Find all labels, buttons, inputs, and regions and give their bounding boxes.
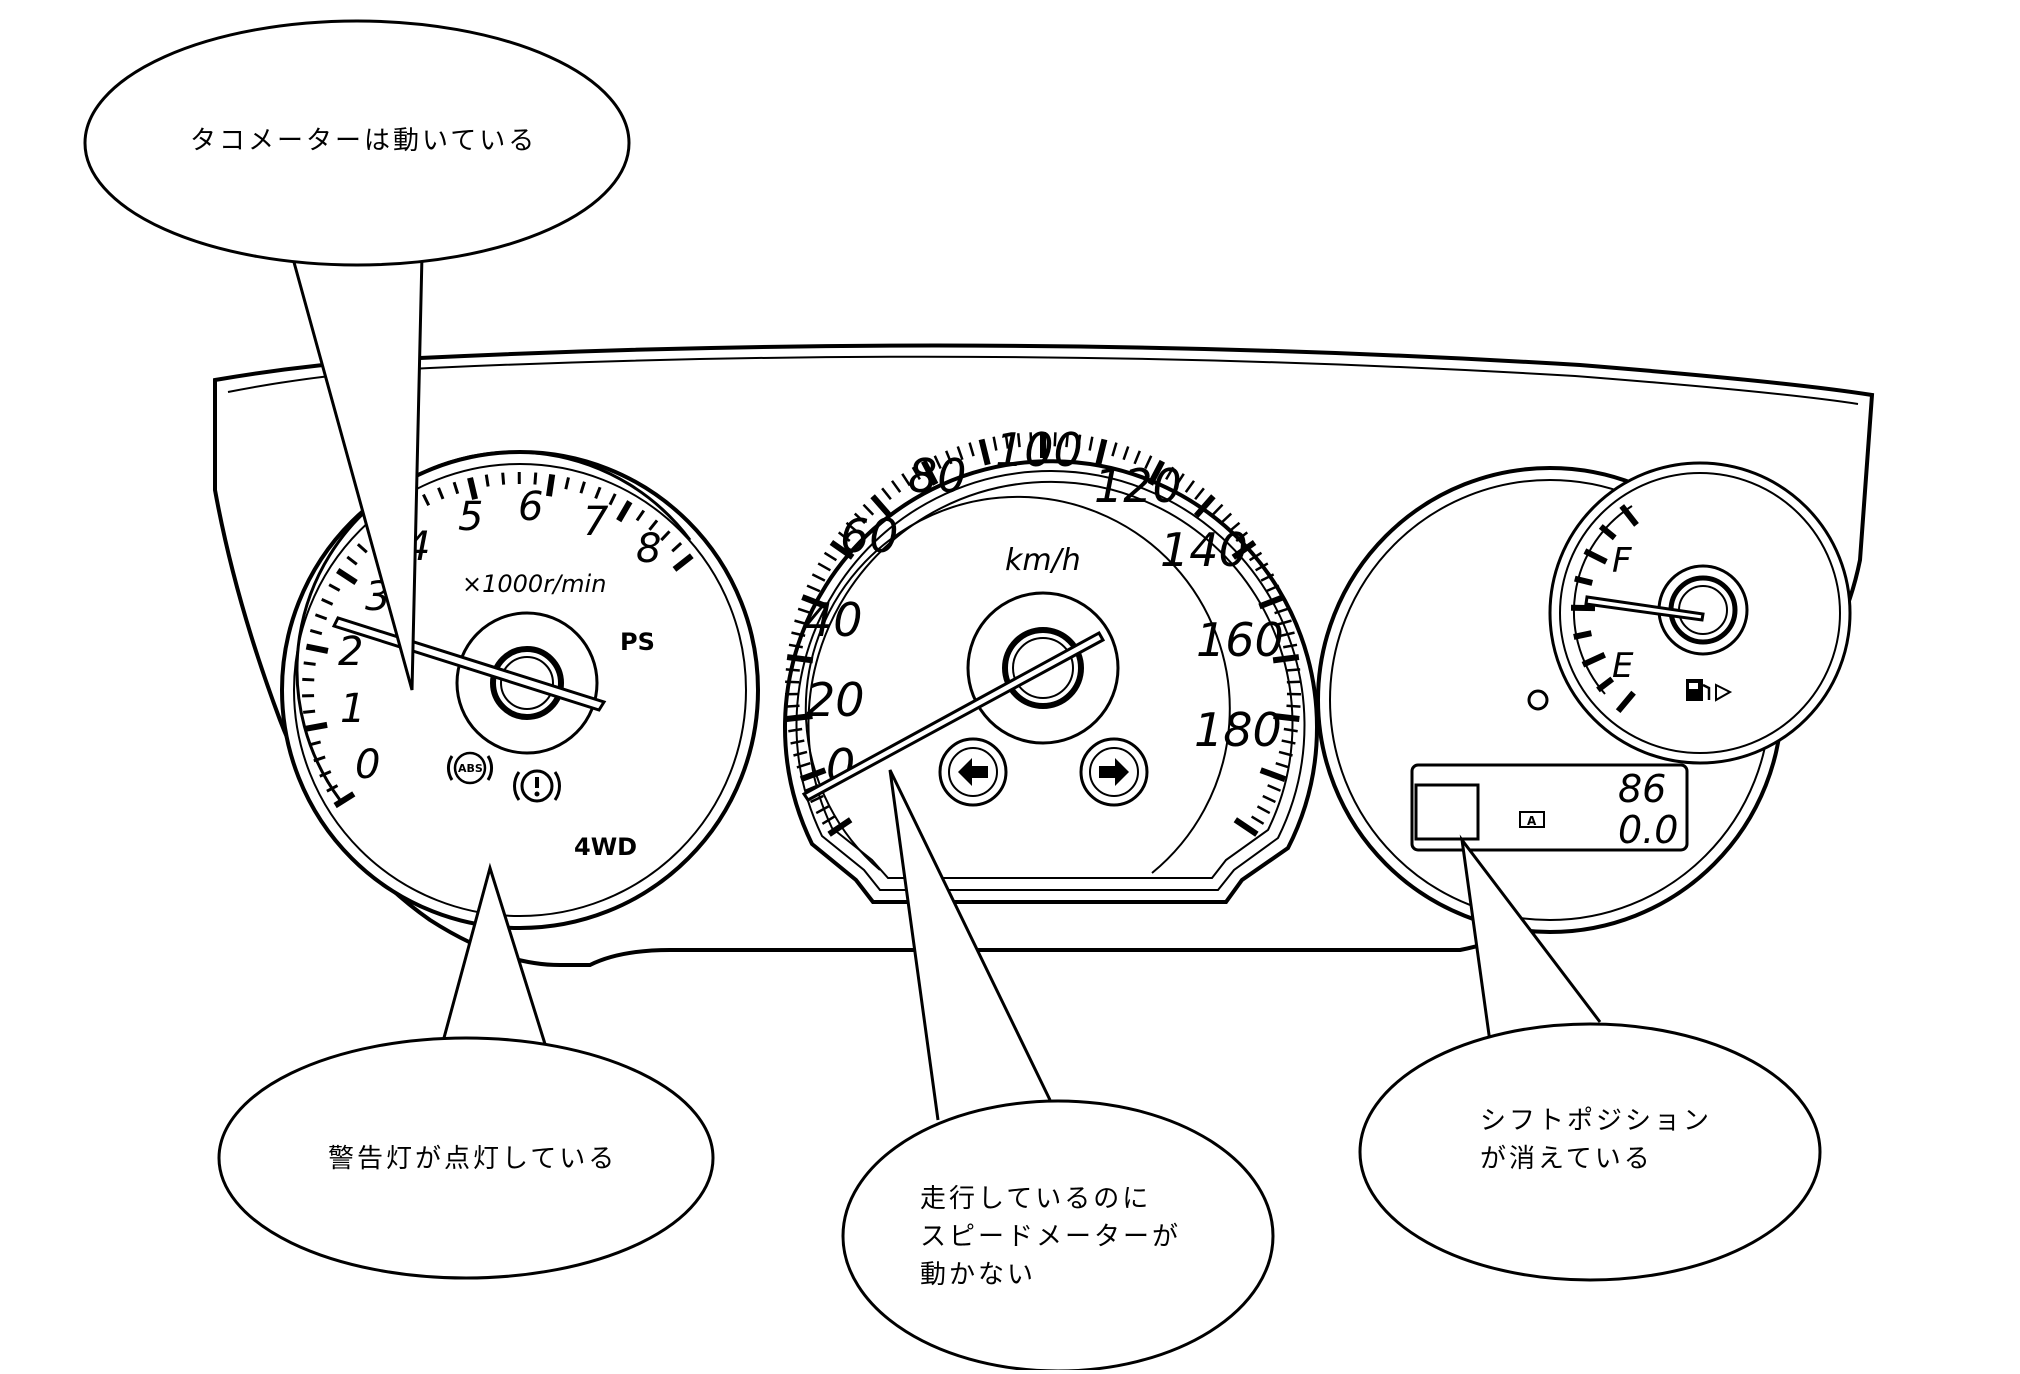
speed-minor-tick [807, 586, 820, 592]
cluster-housing-inner [228, 357, 1858, 404]
tacho-num-8: 8 [636, 526, 661, 572]
tacho-major-tick [305, 725, 327, 729]
speed-minor-tick [1286, 669, 1300, 670]
speed-minor-tick [812, 574, 825, 580]
speed-minor-tick [825, 553, 837, 560]
tacho-minor-tick [303, 711, 315, 712]
tacho-num-2: 2 [338, 629, 363, 675]
tacho-unit-label: ×1000r/min [462, 570, 606, 598]
fuel-hub-center [1679, 586, 1727, 634]
mode-indicator-text: A [1527, 814, 1537, 828]
fuel-full-label: F [1612, 541, 1632, 581]
callout-speedometer-text: 走行しているのに スピードメーターが 動かない [920, 1180, 1181, 1294]
speed-num-100: 100 [995, 423, 1083, 477]
fuel-minor-tick [1574, 633, 1592, 637]
fuel-gauge-dial: F E A 86 0.0 [1318, 463, 1850, 932]
speed-minor-tick [1195, 488, 1204, 499]
tacho-num-5: 5 [458, 494, 483, 540]
speedometer: 0 20 40 60 80 100 120 140 160 180 km/h [785, 423, 1317, 902]
tacho-minor-tick [304, 663, 316, 664]
odometer-lcd: A 86 0.0 [1412, 765, 1687, 852]
speed-minor-tick [970, 443, 974, 456]
callout-tachometer-text: タコメーターは動いている [190, 122, 537, 160]
fuel-minor-tick [1575, 579, 1592, 583]
speed-unit-label: km/h [1005, 543, 1081, 578]
speed-minor-tick [818, 563, 830, 570]
tacho-minor-tick [535, 473, 536, 485]
4wd-label: 4WD [574, 833, 637, 861]
speed-minor-tick [1213, 505, 1223, 515]
tachometer: 0 1 2 3 4 5 6 7 8 ×1000r/min PS ABS [282, 452, 758, 928]
tacho-num-1: 1 [340, 686, 365, 732]
callout-warning-text: 警告灯が点灯している [328, 1140, 617, 1178]
left-turn-signal-icon [940, 739, 1006, 805]
trip-value: 0.0 [1618, 808, 1678, 852]
speed-num-60: 60 [840, 509, 899, 563]
tacho-minor-tick [302, 679, 314, 680]
speed-major-tick [787, 657, 813, 660]
callout-warning-light [219, 868, 713, 1278]
speed-minor-tick [1112, 443, 1116, 456]
ps-label: PS [620, 628, 655, 656]
speed-minor-tick [1286, 706, 1300, 707]
fuel-empty-label: E [1612, 646, 1634, 686]
speed-minor-tick [1221, 514, 1231, 524]
tacho-major-tick [549, 474, 552, 496]
shift-position-box [1416, 785, 1478, 839]
indicator-lamp [1529, 691, 1547, 709]
speed-minor-tick [786, 706, 800, 707]
speed-minor-tick [892, 481, 900, 492]
speed-major-tick [982, 439, 988, 464]
speed-num-140: 140 [1160, 523, 1248, 577]
tacho-num-7: 7 [583, 499, 609, 545]
speed-num-40: 40 [804, 593, 863, 647]
right-turn-signal-icon [1081, 739, 1147, 805]
speed-num-20: 20 [806, 673, 865, 727]
speed-num-160: 160 [1196, 613, 1284, 667]
speed-minor-tick [786, 669, 800, 670]
tacho-minor-tick [486, 475, 488, 487]
abs-label: ABS [458, 762, 483, 775]
speed-minor-tick [1186, 481, 1194, 492]
speed-minor-tick [1090, 437, 1093, 451]
speed-num-180: 180 [1194, 703, 1282, 757]
speed-minor-tick [882, 488, 891, 499]
tacho-minor-tick [503, 473, 504, 485]
callout-shift-text: シフトポジション が消えている [1480, 1102, 1712, 1178]
speed-num-120: 120 [1094, 459, 1182, 513]
speed-num-80: 80 [908, 449, 967, 503]
odometer-value: 86 [1618, 767, 1666, 811]
tacho-num-6: 6 [518, 484, 543, 530]
tacho-num-0: 0 [355, 742, 380, 788]
speed-minor-tick [1124, 446, 1129, 459]
